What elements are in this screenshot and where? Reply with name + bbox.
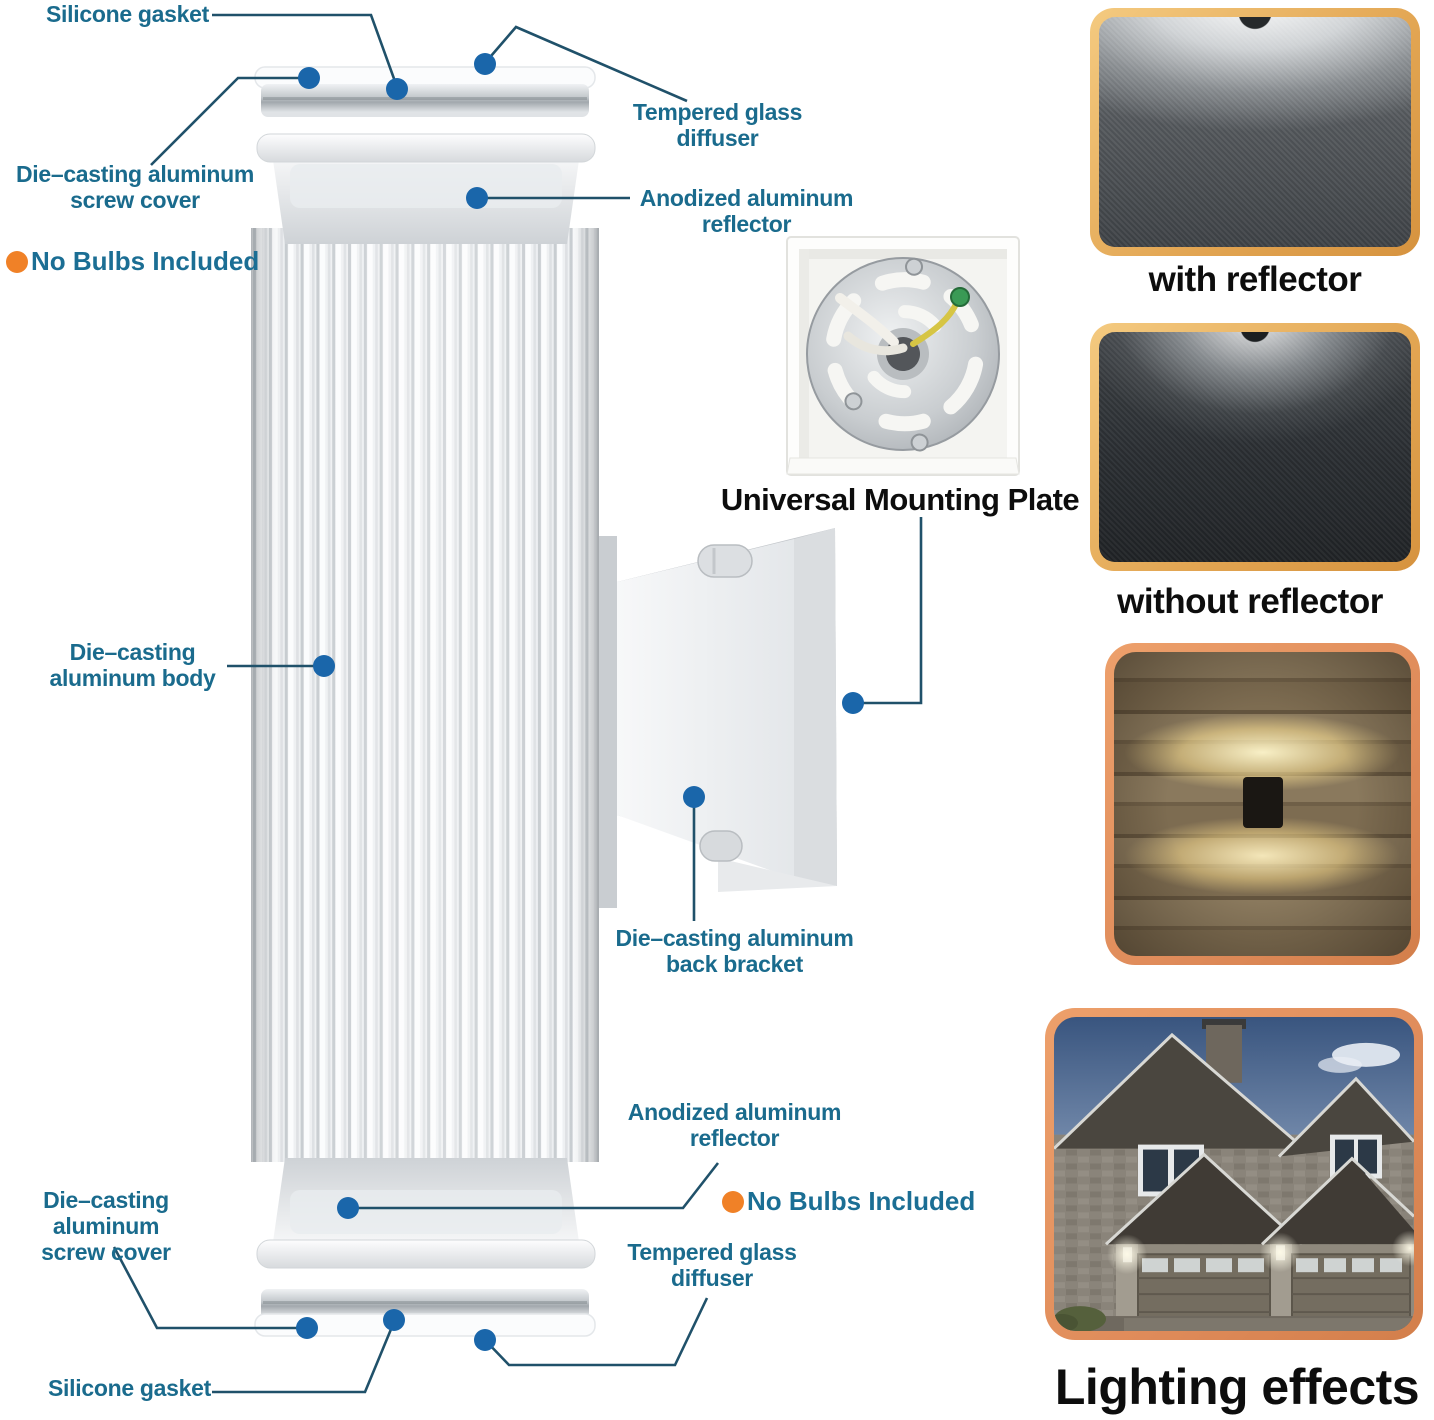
no-bulbs-note-top: No Bulbs Included bbox=[6, 246, 259, 277]
ground-screw-icon bbox=[950, 287, 970, 307]
mounting-plate-title: Universal Mounting Plate bbox=[720, 482, 1080, 517]
leader-lines bbox=[112, 13, 923, 1394]
wall-sconce-lights bbox=[1107, 1230, 1414, 1275]
mounting-plate-photo-graphic bbox=[786, 236, 1020, 476]
back-bracket-graphic bbox=[599, 528, 837, 908]
no-bulbs-bullet-icon bbox=[6, 250, 28, 273]
photo-without-reflector bbox=[1090, 323, 1420, 571]
callout-anodized-reflector-bottom: Anodized aluminum reflector bbox=[627, 1099, 842, 1151]
callout-aluminum-body: Die–casting aluminum body bbox=[49, 639, 216, 691]
photo-stone-wall-effect bbox=[1105, 643, 1420, 965]
leader-dots bbox=[296, 53, 864, 1351]
stone-wall-updown-light-image bbox=[1114, 652, 1411, 956]
callout-anodized-reflector-top: Anodized aluminum reflector bbox=[639, 185, 854, 237]
fixture-body-graphic bbox=[251, 228, 599, 1162]
callout-tempered-glass-bottom: Tempered glass diffuser bbox=[627, 1239, 797, 1291]
no-bulbs-note-bottom: No Bulbs Included bbox=[722, 1186, 975, 1217]
caption-without-reflector: without reflector bbox=[1117, 582, 1383, 621]
vignette-overlay bbox=[1114, 652, 1411, 956]
no-bulbs-text: No Bulbs Included bbox=[31, 246, 260, 276]
bottom-reflector-graphic bbox=[256, 1158, 596, 1269]
callout-back-bracket: Die–casting aluminum back bracket bbox=[615, 925, 854, 977]
callout-tempered-glass-top: Tempered glass diffuser bbox=[632, 99, 803, 151]
caption-lighting-effects: Lighting effects bbox=[1054, 1359, 1420, 1415]
callout-silicone-gasket-bottom: Silicone gasket bbox=[48, 1375, 211, 1401]
house-exterior-image bbox=[1054, 1017, 1414, 1331]
bottom-cover-disc-graphic bbox=[254, 1289, 596, 1337]
callout-screw-cover-bottom: Die–casting aluminum screw cover bbox=[41, 1187, 171, 1265]
callout-screw-cover-top: Die–casting aluminum screw cover bbox=[15, 161, 255, 213]
garage-door bbox=[1291, 1253, 1411, 1330]
photo-with-reflector bbox=[1090, 8, 1420, 256]
garage-door bbox=[1137, 1253, 1271, 1330]
concrete-wall-dim-image bbox=[1099, 332, 1411, 562]
callout-silicone-gasket-top: Silicone gasket bbox=[46, 1, 209, 27]
concrete-wall-lit-image bbox=[1099, 17, 1411, 247]
no-bulbs-text: No Bulbs Included bbox=[747, 1186, 976, 1216]
house-scene-graphic bbox=[1054, 1017, 1414, 1331]
no-bulbs-bullet-icon bbox=[722, 1190, 744, 1213]
top-cover-disc-graphic bbox=[254, 66, 596, 117]
caption-with-reflector: with reflector bbox=[1148, 260, 1362, 299]
photo-house-at-dusk bbox=[1045, 1008, 1423, 1340]
top-reflector-graphic bbox=[256, 133, 596, 244]
